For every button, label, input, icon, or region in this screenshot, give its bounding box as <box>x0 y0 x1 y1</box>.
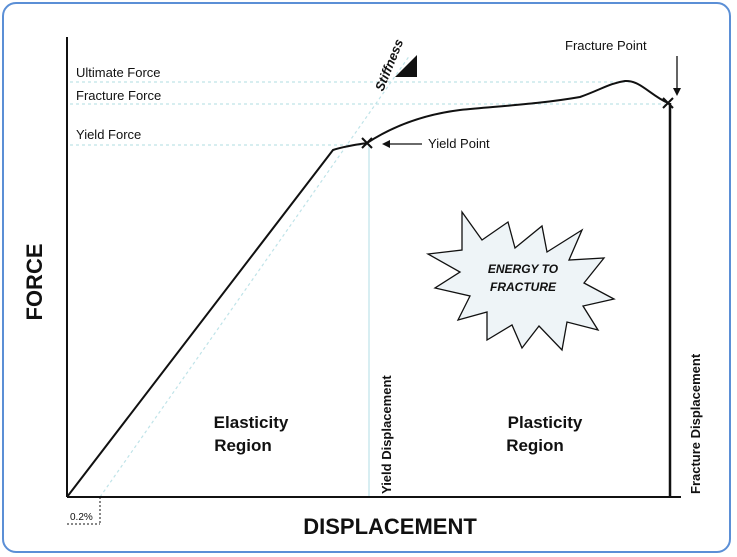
elasticity-region-line1: Elasticity <box>214 413 289 432</box>
fracture-point-label: Fracture Point <box>565 38 647 53</box>
fracture-point-marker <box>662 97 674 109</box>
fracture-force-label: Fracture Force <box>76 88 161 103</box>
yield-point-arrowhead <box>382 140 390 148</box>
yield-point-marker <box>361 137 373 149</box>
x-axis-title: DISPLACEMENT <box>303 514 477 539</box>
force-displacement-curve <box>66 79 669 498</box>
guide-lines <box>70 54 665 498</box>
yield-force-label: Yield Force <box>76 127 141 142</box>
energy-label-line2: FRACTURE <box>490 280 557 294</box>
fracture-point-arrowhead <box>673 88 681 96</box>
stiffness-triangle <box>395 55 417 77</box>
ultimate-force-label: Ultimate Force <box>76 65 161 80</box>
plasticity-region-line1: Plasticity <box>508 413 583 432</box>
yield-displacement-label: Yield Displacement <box>379 375 394 494</box>
elasticity-region-line2: Region <box>214 436 272 455</box>
fracture-displacement-label: Fracture Displacement <box>688 353 703 494</box>
yield-point-label: Yield Point <box>428 136 490 151</box>
energy-starburst <box>425 209 616 352</box>
diagram-frame <box>2 2 731 553</box>
offset-label: 0.2% <box>70 512 93 523</box>
plasticity-region-line2: Region <box>506 436 564 455</box>
stiffness-label: Stiffness <box>372 37 406 93</box>
energy-label-line1: ENERGY TO <box>488 262 559 276</box>
y-axis-title: FORCE <box>22 244 47 321</box>
